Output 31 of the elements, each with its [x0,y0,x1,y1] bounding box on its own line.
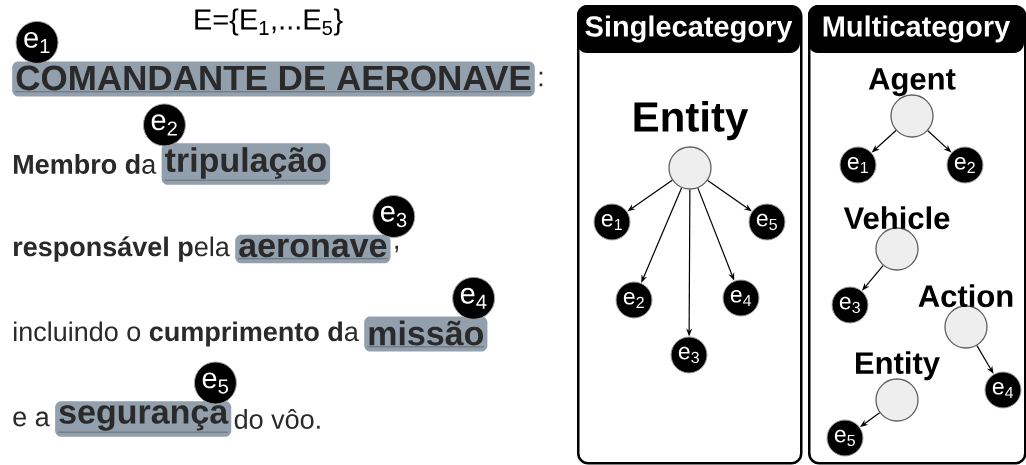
highlight-box: missão [364,316,488,352]
entity-badge: e$_{5}$ [826,419,864,457]
highlight-box: aeronave [235,234,391,264]
entity-badge: e$_{4}$ [984,371,1022,409]
category-heading: Action [918,284,1013,308]
entity-badge: e$_{1}$ [15,20,59,64]
category-heading: Entity [856,351,940,381]
category-heading: Vehicle [843,206,950,230]
highlight-box: segurança [55,401,232,437]
sentence-text: do vôo. [234,409,320,429]
category-heading: Entity [634,101,749,141]
entity-badge: e$_{4}$ [722,279,760,317]
entity-badge: e$_{2}$ [142,103,186,147]
sentence-text: incluindo o cumprimento da [14,321,359,347]
entity-badge: e$_{3}$ [831,286,869,324]
category-heading: Agent [868,68,956,97]
entity-badge: e$_{1}$ [839,146,877,184]
highlight-box: tripulação [161,143,331,185]
sentence-text: Membro da [14,154,157,174]
entity-badge: e$_{2}$ [946,146,984,184]
highlight-box: COMANDANTE DE AERONAVE [12,61,535,97]
entity-badge: e$_{3}$ [372,194,416,238]
sentence-text: responsável pela [14,236,230,262]
sentence-text: , [395,245,398,253]
set-heading: E={E$_{1}$,...E$_{5}$} [195,8,343,36]
entity-badge: e$_{5}$ [748,203,786,241]
entity-badge: e$_{1}$ [593,203,631,241]
entity-badge: e$_{2}$ [615,281,653,319]
entity-badge: e$_{3}$ [670,336,708,374]
entity-badge: e$_{4}$ [452,276,496,320]
entity-badge: e$_{5}$ [193,361,237,405]
